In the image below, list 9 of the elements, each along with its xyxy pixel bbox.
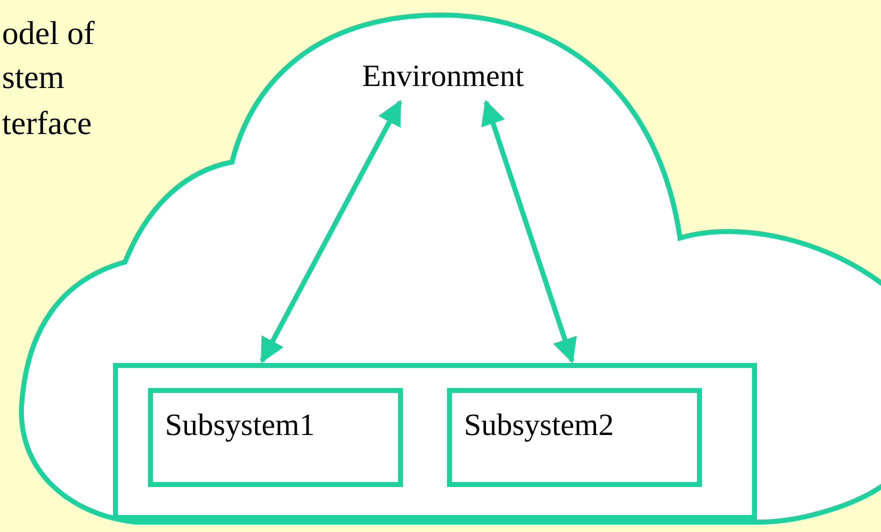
double-arrow [481,100,577,364]
title-text: stem [2,62,64,95]
subsystem-box: Subsystem2 [447,388,702,487]
title-text: terface [2,108,92,141]
double-arrow [260,100,402,364]
environment-label: Environment [320,50,566,100]
subsystem-box: Subsystem1 [148,388,403,487]
title-text: odel of [2,18,95,51]
system-box [113,363,757,520]
